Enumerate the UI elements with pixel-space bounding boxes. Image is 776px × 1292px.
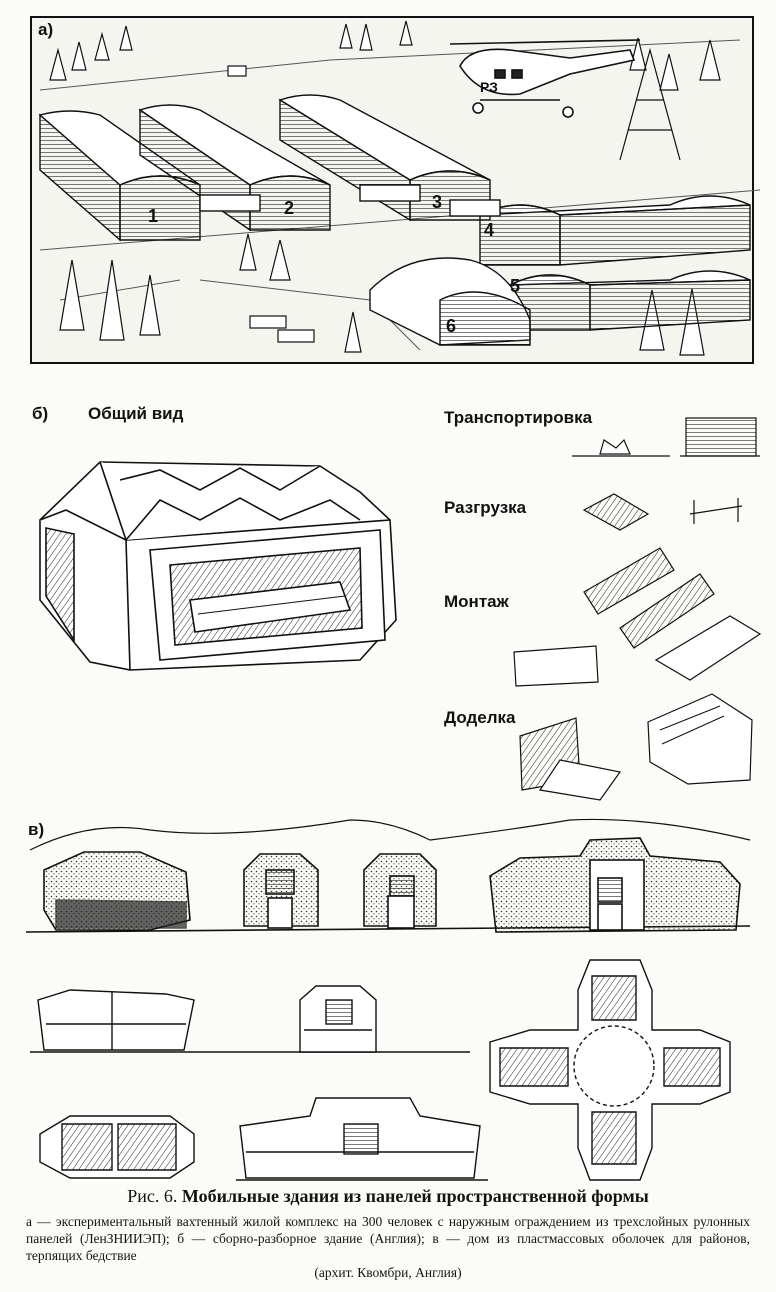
helicopter [449, 39, 641, 118]
step-finishing-sketch [519, 693, 753, 801]
panel-a-label: а) [36, 20, 56, 40]
building-number-1: 1 [148, 206, 158, 226]
shell-house-drawings [30, 959, 731, 1181]
building-number-2: 2 [284, 198, 294, 218]
building-number-3: 3 [432, 192, 442, 212]
shell-houses-elevation [25, 818, 751, 933]
vehicles [227, 65, 315, 343]
building-number-5: 5 [510, 276, 520, 296]
step-transport-sketch [572, 417, 760, 457]
building-number-6: 6 [446, 316, 456, 336]
step-assembly-label: Монтаж [444, 592, 509, 611]
general-view-building [39, 461, 397, 671]
step-transport-label: Транспортировка [444, 408, 593, 427]
vault-buildings [38, 94, 751, 346]
radio-tower [619, 47, 681, 161]
helicopter-mark: РЗ [480, 79, 498, 95]
step-unload-label: Разгрузка [444, 498, 527, 517]
figure-title: Мобильные здания из панелей пространстве… [181, 1186, 649, 1206]
building-number-4: 4 [484, 220, 494, 240]
legend-text: а — экспериментальный вахтенный жилой ко… [26, 1214, 750, 1263]
step-unload-sketch [582, 493, 743, 531]
step-finishing-label: Доделка [444, 708, 516, 727]
building-numbers: 1 2 3 4 5 6 [148, 192, 520, 336]
step-assembly-sketch [513, 547, 762, 687]
general-view-title: Общий вид [88, 404, 184, 423]
figure-number: Рис. 6. [127, 1186, 178, 1206]
panel-b-label: б) [32, 404, 49, 423]
legend-credit: (архит. Квомбри, Англия) [314, 1265, 462, 1280]
panel-v-label: в) [28, 820, 45, 839]
figure-legend: а — экспериментальный вахтенный жилой ко… [26, 1213, 750, 1281]
figure-caption: Рис. 6. Мобильные здания из панелей прос… [20, 1186, 756, 1207]
